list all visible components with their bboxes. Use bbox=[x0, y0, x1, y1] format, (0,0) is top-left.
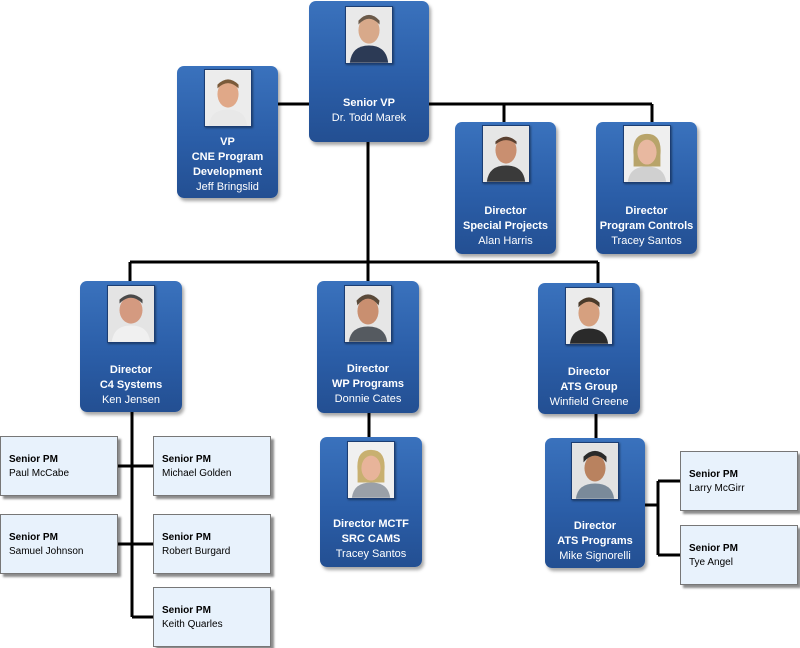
pm-title: Senior PM bbox=[9, 532, 58, 543]
node-title-line: VP bbox=[220, 136, 235, 148]
node-name: Mike Signorelli bbox=[559, 550, 631, 562]
senior-vp-text: Senior VP Dr. Todd Marek bbox=[309, 96, 429, 126]
node-title-line: ATS Programs bbox=[557, 535, 633, 547]
node-title-line: Director bbox=[346, 363, 390, 375]
person-photo-icon bbox=[571, 442, 619, 500]
person-photo-icon bbox=[203, 69, 252, 127]
node-title-line: Director bbox=[573, 520, 617, 532]
director-ats-programs-text: Director ATS Programs Mike Signorelli bbox=[545, 519, 645, 564]
node-name: Ken Jensen bbox=[101, 394, 161, 406]
person-photo-icon bbox=[347, 441, 395, 499]
node-name: Tracey Santos bbox=[335, 548, 407, 560]
node-name: Jeff Bringslid bbox=[196, 181, 259, 193]
node-title-line: Director bbox=[109, 364, 153, 376]
node-title: Senior VP bbox=[343, 97, 395, 109]
director-program-controls-text: Director Program Controls Tracey Santos bbox=[596, 204, 697, 249]
person-photo-icon bbox=[565, 287, 613, 345]
pm-name: Keith Quarles bbox=[162, 619, 223, 630]
director-special-projects-text: Director Special Projects Alan Harris bbox=[455, 204, 556, 249]
director-ats-group-node: Director ATS Group Winfield Greene bbox=[538, 283, 640, 414]
node-name: Donnie Cates bbox=[334, 393, 402, 405]
senior-pm-box: Senior PM Larry McGirr bbox=[680, 451, 798, 511]
director-ats-group-text: Director ATS Group Winfield Greene bbox=[538, 365, 640, 410]
senior-pm-box: Senior PM Robert Burgard bbox=[153, 514, 271, 574]
pm-name: Tye Angel bbox=[689, 557, 733, 568]
director-wp-programs-text: Director WP Programs Donnie Cates bbox=[317, 362, 419, 407]
pm-name: Samuel Johnson bbox=[9, 546, 84, 557]
vp-cne-text: VP CNE Program Development Jeff Bringsli… bbox=[177, 135, 278, 195]
senior-pm-box: Senior PM Paul McCabe bbox=[0, 436, 118, 496]
node-title-line: Director bbox=[625, 205, 668, 217]
pm-name: Robert Burgard bbox=[162, 546, 231, 557]
person-photo-icon bbox=[107, 285, 155, 343]
node-title-line: Program Controls bbox=[599, 220, 694, 232]
pm-title: Senior PM bbox=[9, 454, 58, 465]
node-title-line: CNE Program bbox=[191, 151, 264, 163]
senior-vp-node: Senior VP Dr. Todd Marek bbox=[309, 1, 429, 142]
node-title-line: Director MCTF bbox=[333, 518, 409, 530]
person-photo-icon bbox=[481, 125, 530, 183]
pm-name: Paul McCabe bbox=[9, 468, 70, 479]
node-name: Tracey Santos bbox=[611, 235, 682, 247]
node-title-line: C4 Systems bbox=[99, 379, 163, 391]
senior-pm-box: Senior PM Tye Angel bbox=[680, 525, 798, 585]
pm-title: Senior PM bbox=[162, 454, 211, 465]
pm-title: Senior PM bbox=[689, 543, 738, 554]
node-title-line: WP Programs bbox=[332, 378, 404, 390]
pm-name: Michael Golden bbox=[162, 468, 232, 479]
director-wp-programs-node: Director WP Programs Donnie Cates bbox=[317, 281, 419, 413]
director-special-projects-node: Director Special Projects Alan Harris bbox=[455, 122, 556, 254]
director-c4-systems-node: Director C4 Systems Ken Jensen bbox=[80, 281, 182, 412]
node-title-line: SRC CAMS bbox=[341, 533, 401, 545]
person-photo-icon bbox=[344, 285, 392, 343]
person-photo-icon bbox=[622, 125, 671, 183]
node-title-line: Director bbox=[484, 205, 527, 217]
director-c4-systems-text: Director C4 Systems Ken Jensen bbox=[80, 363, 182, 408]
director-ats-programs-node: Director ATS Programs Mike Signorelli bbox=[545, 438, 645, 568]
node-title-line: Special Projects bbox=[463, 220, 548, 232]
senior-pm-box: Senior PM Keith Quarles bbox=[153, 587, 271, 647]
node-name: Alan Harris bbox=[478, 235, 533, 247]
pm-name: Larry McGirr bbox=[689, 483, 745, 494]
node-name: Dr. Todd Marek bbox=[331, 112, 407, 124]
senior-pm-box: Senior PM Michael Golden bbox=[153, 436, 271, 496]
pm-title: Senior PM bbox=[689, 469, 738, 480]
director-mctf-node: Director MCTF SRC CAMS Tracey Santos bbox=[320, 437, 422, 567]
director-program-controls-node: Director Program Controls Tracey Santos bbox=[596, 122, 697, 254]
pm-title: Senior PM bbox=[162, 605, 211, 616]
director-mctf-text: Director MCTF SRC CAMS Tracey Santos bbox=[320, 517, 422, 562]
person-photo-icon bbox=[345, 6, 393, 64]
senior-pm-box: Senior PM Samuel Johnson bbox=[0, 514, 118, 574]
pm-title: Senior PM bbox=[162, 532, 211, 543]
node-title-line: ATS Group bbox=[560, 381, 618, 393]
node-title-line: Director bbox=[567, 366, 611, 378]
node-title-line: Development bbox=[192, 166, 263, 178]
vp-cne-node: VP CNE Program Development Jeff Bringsli… bbox=[177, 66, 278, 198]
node-name: Winfield Greene bbox=[549, 396, 629, 408]
